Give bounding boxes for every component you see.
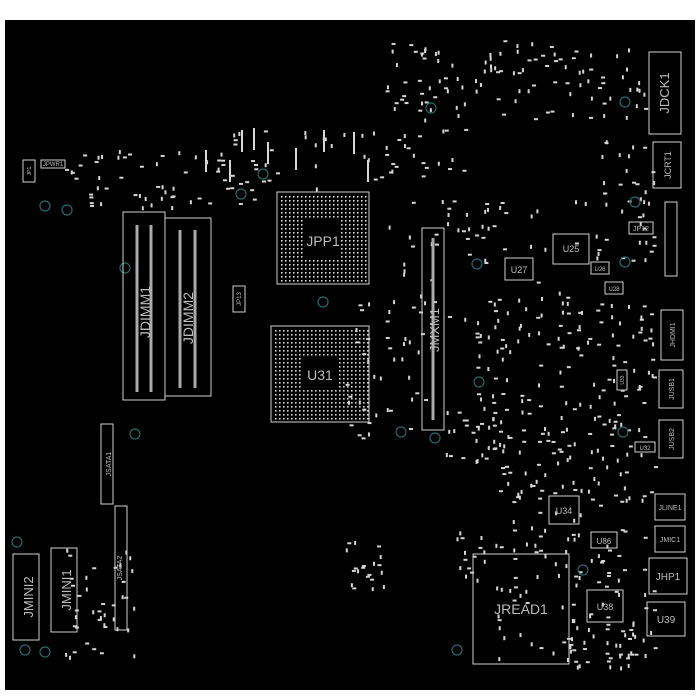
pcb-silkscreen: JDIMM1 JDIMM2 JPP1 U31 JMXM1 U25 U27 U (11, 40, 688, 671)
u28-chip: U28 (604, 281, 624, 295)
jmxm1-label: JMXM1 (427, 308, 442, 352)
jpwr1-label: JPWR1 (43, 162, 64, 168)
u86-chip: U86 (590, 531, 618, 549)
jpp1-chip: JPP1 (276, 191, 370, 285)
u27-chip: U27 (504, 257, 534, 281)
jmxm1-connector: JMXM1 (421, 227, 445, 431)
jusb1-label: JUSB1 (669, 378, 676, 400)
jline1-jack: JLINE1 (654, 493, 686, 521)
jp13-label: JP13 (237, 292, 243, 306)
u86-label: U86 (597, 537, 612, 546)
jmic1-label: JMIC1 (660, 537, 680, 544)
jp1-jumper: JP1 (22, 159, 36, 183)
u34-label: U34 (556, 506, 573, 516)
small-components (65, 40, 659, 671)
jusb1-connector: JUSB1 (658, 369, 684, 409)
jusb2-label: JUSB2 (669, 428, 676, 450)
jusb2-connector: JUSB2 (658, 419, 684, 459)
u32-label: U32 (639, 446, 651, 452)
jhp1-jack: JHP1 (648, 557, 688, 595)
u39-label: U39 (657, 615, 676, 626)
u39-chip: U39 (646, 601, 686, 637)
pcb-board: JDIMM1 JDIMM2 JPP1 U31 JMXM1 U25 U27 U (5, 20, 695, 690)
jmini2-label: JMINI2 (21, 576, 36, 617)
u31-chip: U31 (270, 325, 370, 423)
u26-chip: U26 (590, 261, 610, 275)
jhdmi1-label: JHDMI1 (670, 322, 677, 347)
jsata2-label: JSATA2 (117, 556, 124, 581)
jmic1-jack: JMIC1 (654, 525, 686, 553)
jcrt1-label: JCRT1 (663, 151, 673, 179)
via-holes (11, 96, 641, 658)
jdimm1-slot: JDIMM1 (122, 211, 166, 401)
jdimm2-slot: JDIMM2 (164, 217, 212, 397)
u33-label: U33 (620, 375, 626, 384)
jmini2-slot: JMINI2 (12, 553, 40, 641)
u32-chip: U32 (634, 441, 656, 453)
jdimm1-label: JDIMM1 (137, 286, 153, 338)
jp13-jumper: JP13 (232, 285, 246, 313)
jsata1-connector: JSATA1 (100, 423, 114, 505)
jread1-label: JREAD1 (494, 601, 548, 617)
jdck1-label: JDCK1 (657, 72, 672, 113)
u28-label: U28 (608, 287, 620, 293)
jmini1-label: JMINI1 (59, 569, 74, 610)
jread1-connector: JREAD1 (472, 553, 570, 665)
jsata2-connector: JSATA2 (114, 505, 128, 631)
jp12-jumper: JP12 (628, 221, 654, 235)
connector-strip-right (664, 201, 678, 277)
jhdmi1-connector: JHDMI1 (660, 309, 684, 361)
jpp1-label: JPP1 (306, 233, 340, 249)
jdimm2-label: JDIMM2 (180, 292, 196, 344)
jcrt1-connector: JCRT1 (652, 141, 682, 189)
jhp1-label: JHP1 (656, 572, 681, 583)
u38-chip: U38 (586, 589, 624, 623)
u38-label: U38 (597, 602, 614, 612)
jmini1-slot: JMINI1 (50, 547, 78, 633)
jp12-label: JP12 (633, 226, 649, 233)
jsata1-label: JSATA1 (106, 452, 113, 477)
jp1-label: JP1 (27, 166, 33, 175)
u25-chip: U25 (552, 233, 590, 265)
u25-label: U25 (563, 244, 580, 254)
u26-label: U26 (594, 267, 606, 273)
u27-label: U27 (511, 265, 528, 275)
u33-chip: U33 (616, 369, 628, 391)
jline1-label: JLINE1 (659, 505, 682, 512)
jdck1-connector: JDCK1 (648, 51, 682, 135)
jpwr1-jumper: JPWR1 (40, 159, 66, 169)
u34-chip: U34 (548, 495, 580, 525)
u31-label: U31 (307, 367, 333, 383)
